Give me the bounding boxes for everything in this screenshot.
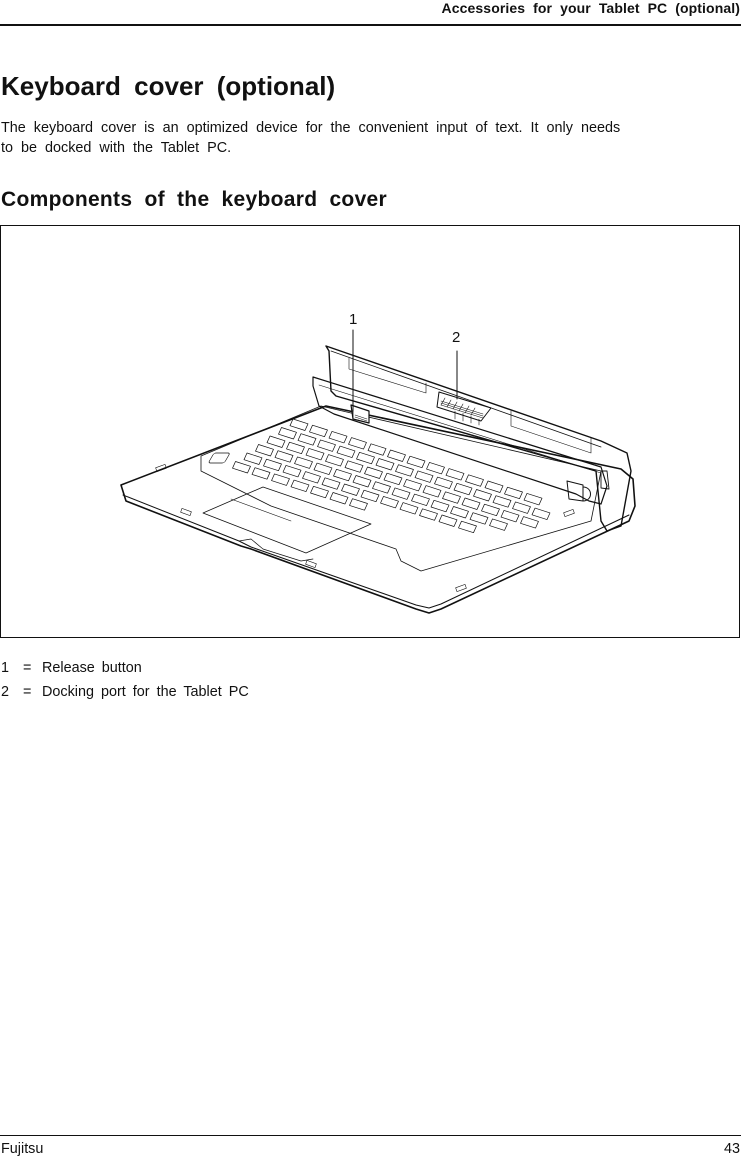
- legend-number: 2: [1, 684, 10, 700]
- callout-1: 1: [349, 311, 358, 328]
- page-number: 43: [723, 1141, 740, 1157]
- legend-number: 1: [1, 660, 10, 676]
- subsection-title: Components of the keyboard cover: [1, 188, 387, 211]
- legend-label: Release button: [42, 660, 142, 676]
- legend-equals: =: [23, 660, 32, 676]
- footer-brand: Fujitsu: [1, 1141, 44, 1157]
- legend-item: 1 = Release button: [1, 656, 249, 680]
- section-intro: The keyboard cover is an optimized devic…: [1, 120, 621, 156]
- legend-label: Docking port for the Tablet PC: [42, 684, 249, 700]
- running-header: Accessories for your Tablet PC (optional…: [441, 0, 740, 16]
- figure-legend: 1 = Release button 2 = Docking port for …: [1, 656, 249, 704]
- keys: [208, 452, 230, 464]
- keyboard-cover-illustration: [120, 329, 636, 614]
- header-rule: [0, 24, 741, 26]
- footer-rule: [0, 1135, 741, 1136]
- callout-2: 2: [452, 329, 461, 346]
- figure-keyboard-cover: 1 2: [0, 225, 740, 638]
- section-title: Keyboard cover (optional): [1, 71, 336, 101]
- legend-equals: =: [23, 684, 32, 700]
- legend-item: 2 = Docking port for the Tablet PC: [1, 680, 249, 704]
